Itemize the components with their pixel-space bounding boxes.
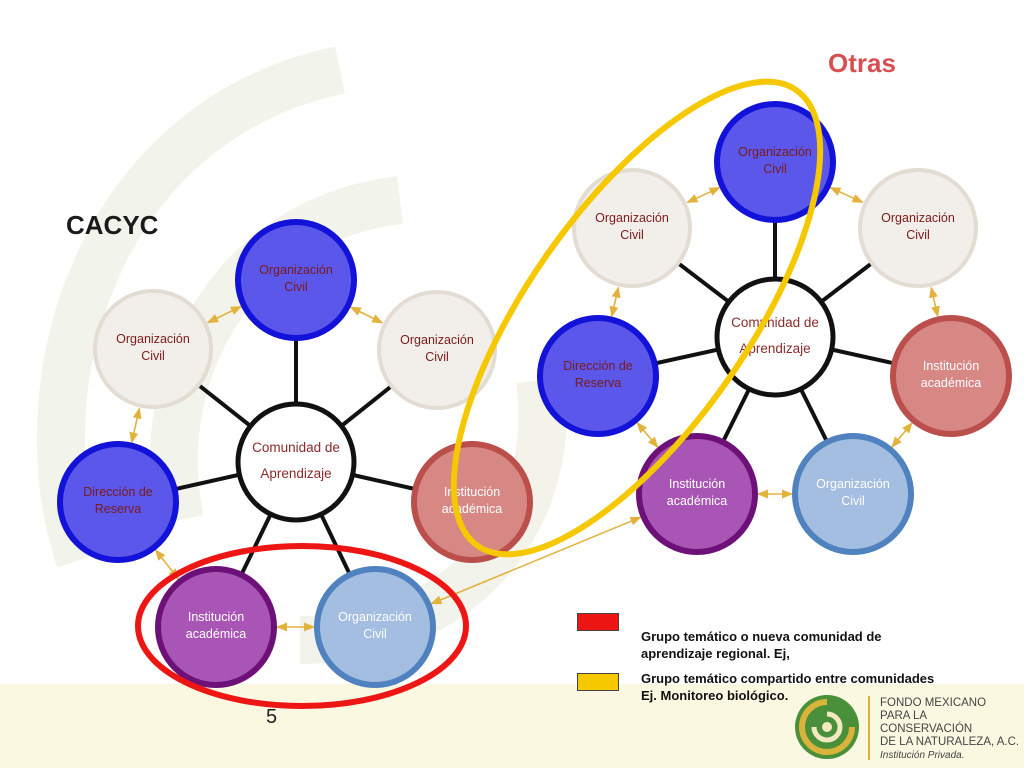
center-label: Aprendizaje <box>739 341 810 356</box>
node-label: académica <box>186 627 246 641</box>
center-label: Aprendizaje <box>260 466 331 481</box>
legend-line: aprendizaje regional. Ej, <box>641 646 790 661</box>
logo-line: FONDO MEXICANO <box>880 697 987 709</box>
center-circle <box>714 276 836 398</box>
node-label: Organización <box>881 211 955 225</box>
node-circle <box>714 101 836 223</box>
link-arrow <box>430 516 642 605</box>
node-label: Civil <box>425 350 449 364</box>
legend-line: Grupo temático o nueva comunidad de <box>641 629 882 644</box>
node-label: Institución <box>444 485 500 499</box>
link-arrow <box>609 286 621 318</box>
node-label: Civil <box>841 494 865 508</box>
legend-text-yellow: Grupo temático compartido entre comunida… <box>641 670 934 704</box>
logo-line: DE LA NATURALEZA, A.C. <box>880 736 1020 748</box>
red-group-ellipse <box>135 543 469 709</box>
logo-line: CONSERVACIÓN <box>880 723 973 735</box>
node-label: Institución <box>188 610 244 624</box>
link-arrow <box>686 186 721 204</box>
logo-line: PARA LA <box>880 710 928 722</box>
center-node-otras: Comunidad de Aprendizaje <box>714 276 836 398</box>
node-circle <box>858 168 978 288</box>
node-label: Organización <box>116 332 190 346</box>
node-circle <box>93 289 213 409</box>
node-label: Organización <box>738 145 812 159</box>
logo-divider <box>868 696 870 760</box>
link-arrow <box>206 305 243 324</box>
node-circle <box>411 441 533 563</box>
node-label: Institución <box>669 477 725 491</box>
node-circle <box>57 441 179 563</box>
link-arrow <box>929 286 940 318</box>
node-circle <box>572 168 692 288</box>
node-o6: Institución académica <box>636 433 758 555</box>
node-circle <box>314 566 436 688</box>
center-label: Comunidad de <box>252 440 340 455</box>
legend-swatch-red <box>577 613 619 631</box>
cacyc-title: CACYC <box>66 210 159 240</box>
node-label: Organización <box>816 477 890 491</box>
link-arrow <box>829 186 864 204</box>
node-c4: Dirección de Reserva <box>57 441 179 563</box>
legend-line: Ej. Monitoreo biológico. <box>641 688 789 703</box>
center-label: Comunidad de <box>731 315 819 330</box>
logo-text: FONDO MEXICANO PARA LA CONSERVACIÓN DE L… <box>880 697 1019 762</box>
node-label: Civil <box>620 228 644 242</box>
highlights-layer <box>135 78 824 709</box>
node-label: Civil <box>141 349 165 363</box>
node-label: Civil <box>363 627 387 641</box>
otras-title: Otras <box>828 48 896 78</box>
fmcn-logo-icon <box>795 695 859 759</box>
node-label: Civil <box>763 162 787 176</box>
node-label: Civil <box>284 280 308 294</box>
center-circle <box>235 401 357 523</box>
link-arrow <box>636 421 659 449</box>
legend-swatch-yellow <box>577 673 619 691</box>
node-label: Organización <box>400 333 474 347</box>
node-label: Civil <box>906 228 930 242</box>
node-circle <box>792 433 914 555</box>
node-label: académica <box>667 494 727 508</box>
node-circle <box>890 315 1012 437</box>
nodes-layer: OrganizaciónCivilOrganizaciónCivilOrgani… <box>57 101 1012 688</box>
node-label: Institución <box>923 359 979 373</box>
links-layer <box>129 186 940 632</box>
node-label: Organización <box>338 610 412 624</box>
legend-line: Grupo temático compartido entre comunida… <box>641 671 935 686</box>
node-c6: Institución académica <box>155 566 277 688</box>
page-number: 5 <box>266 706 278 728</box>
node-label: académica <box>921 376 981 390</box>
node-label: Reserva <box>575 376 622 390</box>
node-circle <box>235 219 357 341</box>
link-arrow <box>349 306 384 324</box>
node-circle <box>537 315 659 437</box>
node-circle <box>377 290 497 410</box>
node-label: académica <box>442 502 502 516</box>
node-o4: Dirección de Reserva <box>537 315 659 437</box>
node-label: Dirección de <box>563 359 633 373</box>
node-circle <box>636 433 758 555</box>
node-label: Organización <box>595 211 669 225</box>
legend-text-red: Grupo temático o nueva comunidad de apre… <box>641 628 882 662</box>
node-label: Organización <box>259 263 333 277</box>
link-arrow <box>891 422 913 448</box>
node-o5: Institución académica <box>890 315 1012 437</box>
logo-tagline: Institución Privada. <box>880 750 965 761</box>
yellow-group-ellipse <box>450 78 824 558</box>
center-node-cacyc: Comunidad de Aprendizaje <box>235 401 357 523</box>
node-circle <box>155 566 277 688</box>
node-label: Reserva <box>95 502 142 516</box>
node-label: Dirección de <box>83 485 153 499</box>
link-arrow <box>129 407 142 444</box>
